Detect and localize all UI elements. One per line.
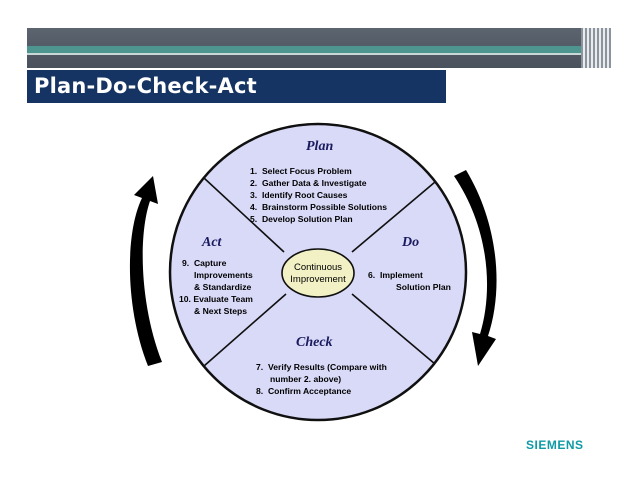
header-teal-stripe — [27, 46, 581, 53]
act-step-2-cont: & Next Steps — [194, 306, 247, 316]
check-step-1: 7. Verify Results (Compare with — [256, 362, 387, 372]
do-heading: Do — [401, 235, 419, 250]
act-step-1: 9. Capture — [182, 258, 227, 268]
plan-step-2: 2. Gather Data & Investigate — [250, 178, 367, 188]
plan-heading: Plan — [306, 139, 333, 154]
center-label-line2: Improvement — [290, 274, 346, 285]
check-step-2: 8. Confirm Acceptance — [256, 386, 351, 396]
check-step-1-cont: number 2. above) — [270, 374, 341, 384]
act-heading: Act — [201, 235, 223, 250]
left-cycle-arrow-icon — [129, 176, 162, 366]
siemens-logo: SIEMENS — [526, 438, 584, 452]
act-step-2: 10. Evaluate Team — [179, 294, 253, 304]
title-bar — [27, 70, 446, 103]
header-light-stripe — [27, 53, 581, 55]
header-band — [27, 28, 611, 68]
pdca-diagram: Continuous Improvement Plan 1. Select Fo… — [120, 118, 520, 428]
check-heading: Check — [296, 335, 333, 350]
header-grip-pattern — [581, 28, 611, 68]
divider-bottom-left — [203, 293, 287, 367]
divider-bottom-right — [351, 293, 436, 365]
divider-top-left — [203, 177, 285, 253]
act-step-1-cont-b: & Standardize — [194, 282, 252, 292]
act-step-1-cont-a: Improvements — [194, 270, 253, 280]
plan-step-1: 1. Select Focus Problem — [250, 166, 352, 176]
do-step-1-cont: Solution Plan — [396, 282, 451, 292]
do-step-1: 6. Implement — [368, 270, 423, 280]
center-label-line1: Continuous — [294, 262, 342, 273]
plan-step-5: 5. Develop Solution Plan — [250, 214, 353, 224]
divider-top-right — [351, 181, 436, 253]
right-cycle-arrow-icon — [454, 170, 497, 366]
slide-title: Plan-Do-Check-Act — [34, 74, 257, 98]
center-ellipse — [281, 248, 355, 298]
plan-step-3: 3. Identify Root Causes — [250, 190, 348, 200]
plan-step-4: 4. Brainstorm Possible Solutions — [250, 202, 387, 212]
